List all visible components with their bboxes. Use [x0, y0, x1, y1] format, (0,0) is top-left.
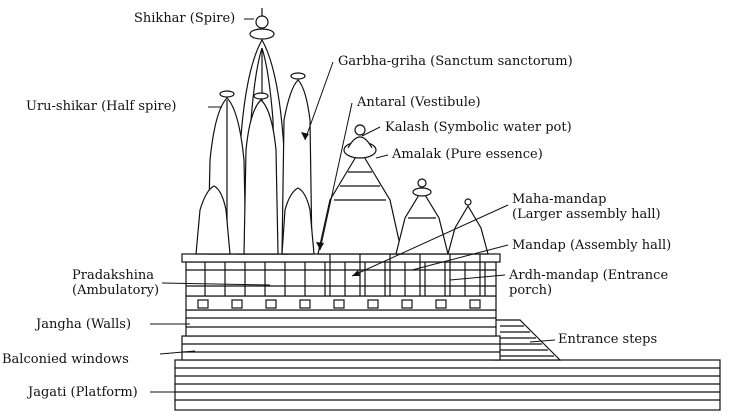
label-maha-mandap: Maha-mandap (Larger assembly hall)	[512, 192, 661, 222]
entrance-steps	[494, 319, 562, 361]
label-maha-mandap-line1: Maha-mandap	[512, 192, 607, 207]
label-uru-shikar: Uru-shikar (Half spire)	[26, 99, 177, 114]
label-shikhar: Shikhar (Spire)	[134, 11, 236, 26]
mandap-roof	[395, 178, 449, 255]
maha-mandap-roof	[317, 124, 403, 255]
label-pradakshina: Pradakshina (Ambulatory)	[72, 268, 159, 298]
label-mandap: Mandap (Assembly hall)	[512, 238, 672, 253]
jangha-walls	[185, 261, 497, 297]
label-antaral: Antaral (Vestibule)	[357, 95, 481, 110]
label-balconied-windows: Balconied windows	[2, 352, 129, 367]
label-maha-mandap-line2: (Larger assembly hall)	[512, 207, 661, 222]
label-kalash: Kalash (Symbolic water pot)	[385, 120, 572, 135]
label-jangha: Jangha (Walls)	[36, 317, 132, 332]
plinth	[181, 309, 501, 361]
jagati-platform	[174, 359, 721, 411]
label-jagati: Jagati (Platform)	[28, 385, 138, 400]
label-pradakshina-line2: (Ambulatory)	[72, 283, 160, 298]
label-amalak: Amalak (Pure essence)	[392, 147, 543, 162]
leader-lines	[150, 18, 556, 393]
label-ardh-mandap-line2: porch)	[509, 283, 553, 298]
uru-shikar-mid	[243, 92, 279, 255]
balconied-windows	[185, 295, 497, 311]
cornice	[181, 253, 501, 263]
label-pradakshina-line1: Pradakshina	[72, 268, 154, 283]
leader-arrowheads	[301, 132, 360, 276]
ardh-mandap-roof	[447, 198, 489, 255]
label-ardh-mandap: Ardh-mandap (Entrance porch)	[509, 268, 668, 298]
label-garbha-griha: Garbha-griha (Sanctum sanctorum)	[338, 54, 573, 69]
label-ardh-mandap-line1: Ardh-mandap (Entrance	[509, 268, 669, 283]
label-entrance-steps: Entrance steps	[558, 332, 658, 347]
